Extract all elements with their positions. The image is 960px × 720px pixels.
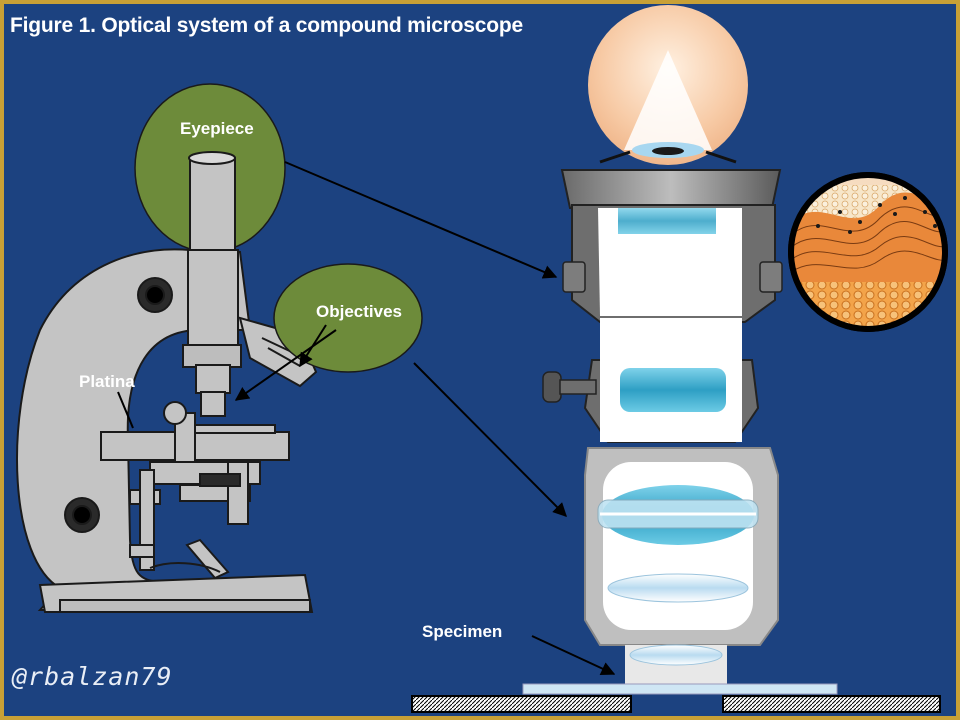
objectives-label: Objectives xyxy=(316,302,402,321)
platina-label: Platina xyxy=(79,372,135,391)
microscope-illustration xyxy=(16,83,423,613)
pointer-lines xyxy=(117,161,616,676)
author-credit: @rbalzan79 xyxy=(12,662,173,691)
optical-tube-cross-section xyxy=(411,5,941,713)
specimen-label: Specimen xyxy=(422,622,503,641)
figure-title: Figure 1. Optical system of a compound m… xyxy=(10,14,523,37)
eyepiece-label: Eyepiece xyxy=(180,119,254,138)
tissue-magnification-circle xyxy=(788,172,948,332)
